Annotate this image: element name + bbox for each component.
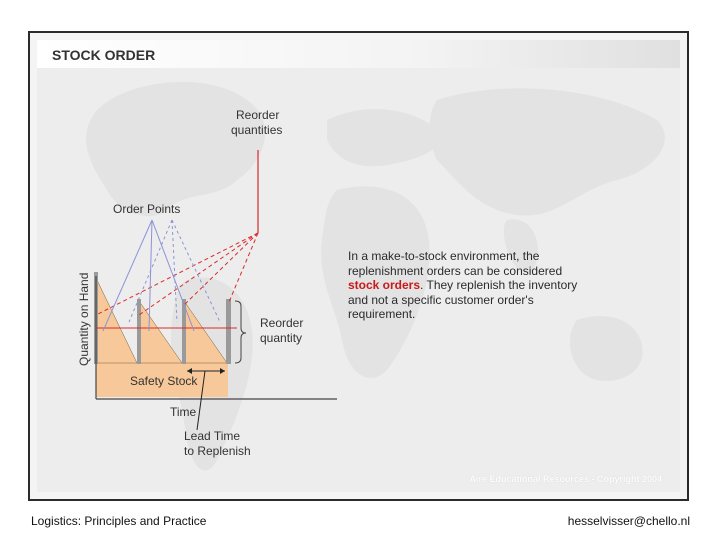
lead-time-leader <box>196 370 206 431</box>
y-axis-label: Quantity on Hand <box>77 273 91 366</box>
order-point-pointers <box>102 219 195 332</box>
reorder-quantity-pointers <box>95 232 259 316</box>
slide-content: STOCK ORDER Safety Stock <box>37 40 680 492</box>
footer-course-title: Logistics: Principles and Practice <box>31 514 207 528</box>
title-bar: STOCK ORDER <box>37 40 680 68</box>
order-point-dashed-pointers <box>128 219 221 323</box>
inventory-sawtooth <box>95 277 228 364</box>
safety-stock-area <box>96 363 228 397</box>
safety-stock-label: Safety Stock <box>130 374 198 388</box>
explanation-text-part1: In a make-to-stock environment, the repl… <box>348 249 563 278</box>
explanation-text: In a make-to-stock environment, the repl… <box>348 249 578 322</box>
lead-time-label-line1: Lead Time <box>184 429 240 443</box>
footer-email: hesselvisser@chello.nl <box>567 514 690 528</box>
stock-order-diagram: Safety Stock <box>77 108 337 458</box>
time-axis-label: Time <box>170 405 197 419</box>
explanation-text-part2: . They replenish the inventory and not a… <box>348 278 578 321</box>
slide-frame: STOCK ORDER Safety Stock <box>28 31 689 501</box>
reorder-quantity-label-line2: quantity <box>260 331 302 345</box>
copyright-notice: Aire Educational Resources - Copyright 2… <box>469 474 662 484</box>
reorder-quantity-label-line1: Reorder <box>260 316 303 330</box>
order-points-label: Order Points <box>113 202 180 216</box>
reorder-quantities-label-line1: Reorder <box>236 108 279 122</box>
lead-time-label-line2: to Replenish <box>184 444 251 458</box>
lead-time-arrowhead-right <box>220 368 225 374</box>
reorder-quantities-label-line2: quantities <box>231 123 282 137</box>
reorder-quantity-brace <box>234 300 247 364</box>
lead-time-arrowhead-left <box>187 368 192 374</box>
slide-title: STOCK ORDER <box>52 47 156 63</box>
stock-orders-highlight: stock orders <box>348 278 421 292</box>
